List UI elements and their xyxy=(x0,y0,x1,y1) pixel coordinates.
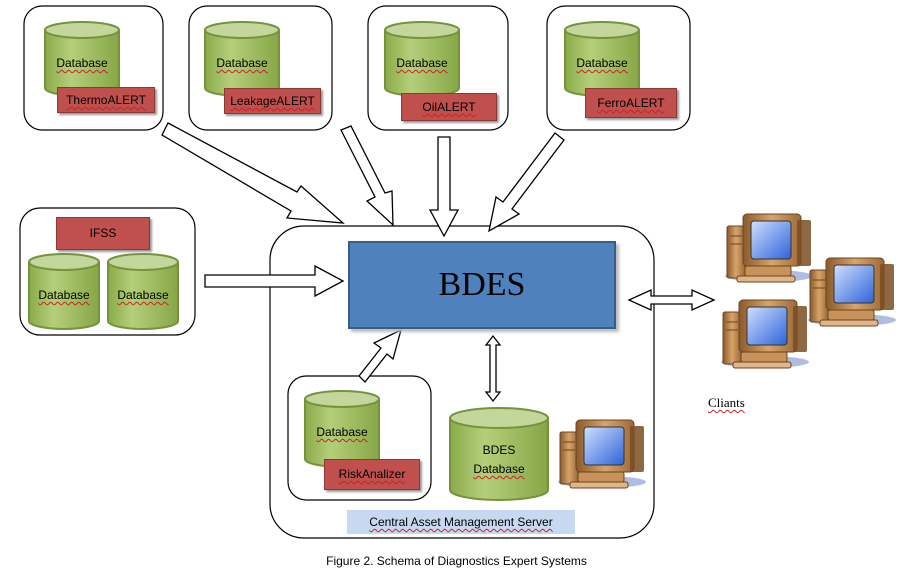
ifss-label: IFSS xyxy=(89,226,117,240)
figure-caption: Figure 2. Schema of Diagnostics Expert S… xyxy=(326,554,587,568)
alert-box: FerroALERT xyxy=(585,88,677,118)
bdes-database-cylinder xyxy=(449,407,549,501)
bdes-label: BDES xyxy=(438,266,526,303)
alert-label: LeakageALERT xyxy=(230,94,315,108)
alert-box: LeakageALERT xyxy=(224,88,321,114)
client-computer-icon xyxy=(807,257,897,327)
database-cylinder xyxy=(384,21,460,97)
database-label: Database xyxy=(316,425,368,439)
database-label: Database xyxy=(396,56,448,70)
arrow-ifss-to-bdes xyxy=(204,264,345,298)
alert-box: OilALERT xyxy=(401,93,497,121)
database-cylinder xyxy=(107,253,179,330)
arrow-risk-to-bdes xyxy=(358,328,403,383)
database-label: Database xyxy=(117,288,169,302)
arrow-to-bdes xyxy=(428,136,460,238)
arrow-to-bdes xyxy=(161,122,345,224)
alert-label: ThermoALERT xyxy=(66,93,146,107)
bdes-box: BDES xyxy=(348,241,616,329)
bdes-database-label-line1: BDES xyxy=(482,443,516,457)
ifss-box-label: IFSS xyxy=(56,217,150,250)
alert-label: OilALERT xyxy=(422,100,476,114)
client-computer-icon xyxy=(720,299,810,369)
server-label: Central Asset Management Server xyxy=(369,515,553,529)
bdes-database-label-line2: Database xyxy=(473,462,525,476)
double-arrow-bdes-database xyxy=(484,334,502,403)
risk-analyzer-label: RiskAnalizer xyxy=(338,467,406,481)
double-arrow-bdes-clients xyxy=(627,288,716,312)
database-label: Database xyxy=(576,56,628,70)
risk-analyzer-box-label: RiskAnalizer xyxy=(324,459,420,490)
arrow-to-bdes xyxy=(340,125,394,227)
clients-label: Cliants xyxy=(708,395,745,410)
arrow-to-bdes xyxy=(488,132,565,233)
alert-box: ThermoALERT xyxy=(57,87,155,113)
database-label: Database xyxy=(56,56,108,70)
database-label: Database xyxy=(38,288,90,302)
client-computer-icon xyxy=(724,213,814,283)
database-label: Database xyxy=(216,56,268,70)
database-cylinder xyxy=(28,253,100,330)
server-label-box: Central Asset Management Server xyxy=(347,510,575,534)
alert-label: FerroALERT xyxy=(597,96,665,110)
